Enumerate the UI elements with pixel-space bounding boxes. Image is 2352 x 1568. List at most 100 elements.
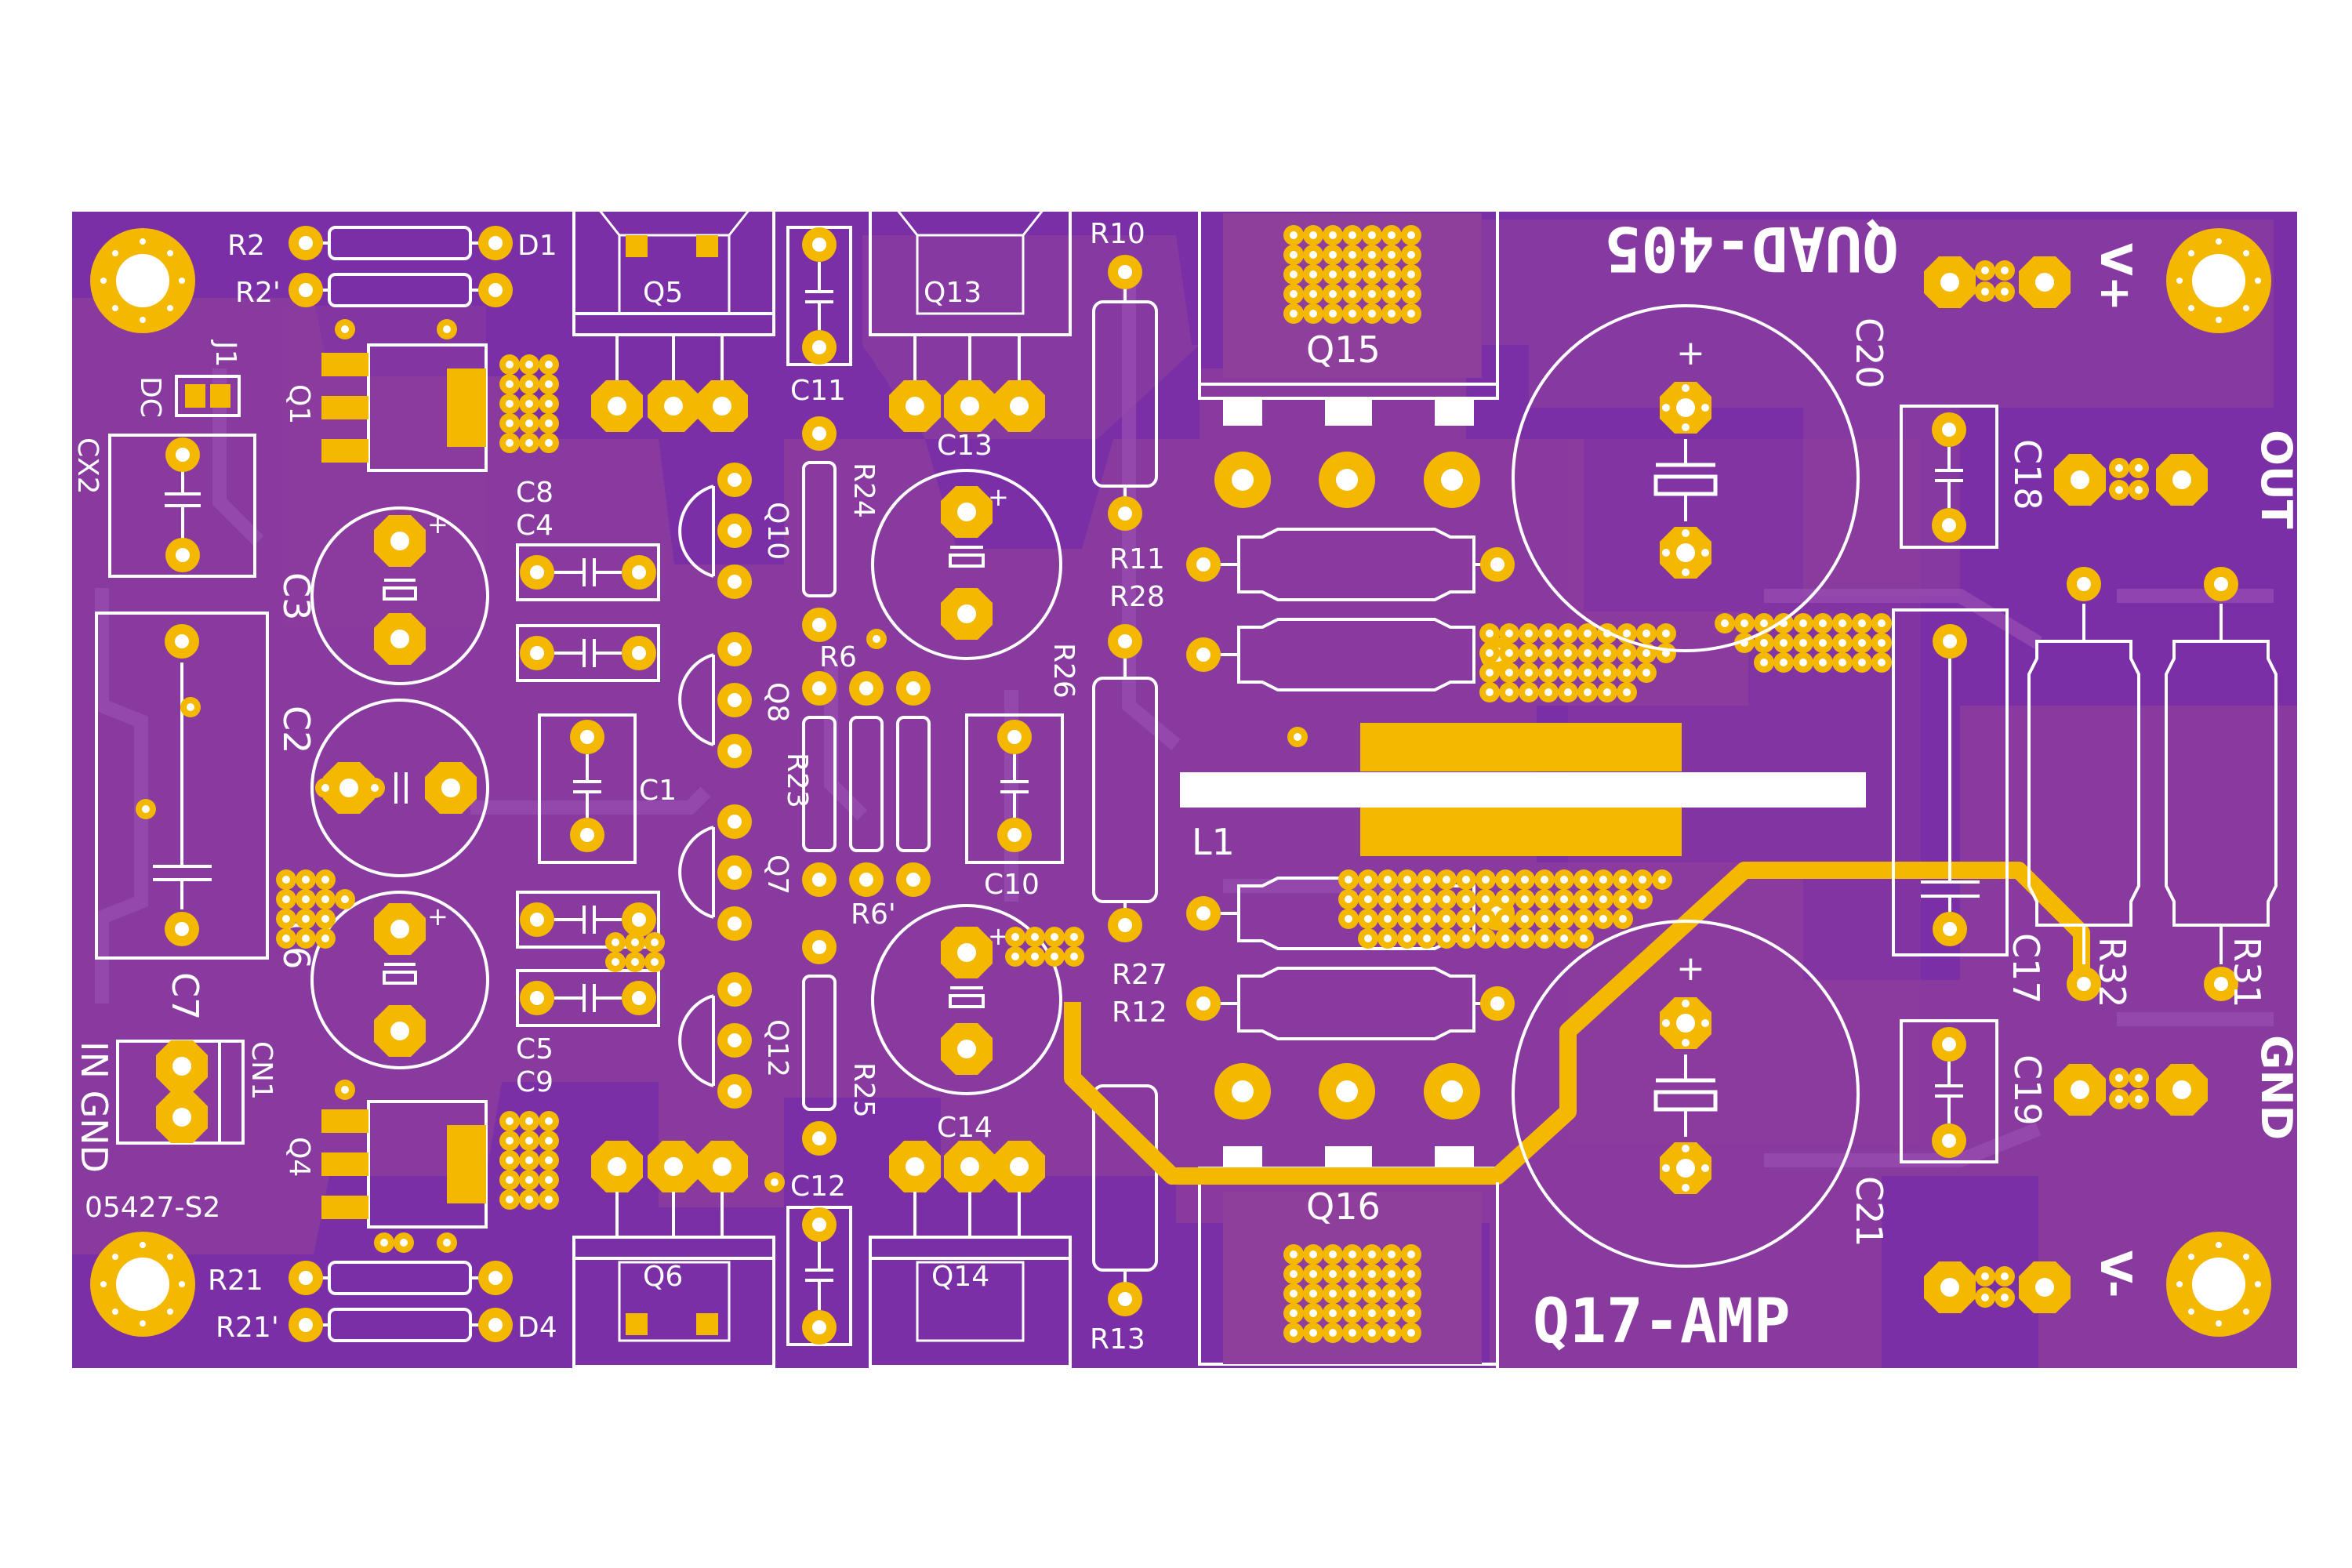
resistor-r25	[802, 930, 837, 1156]
resistor-r24	[802, 416, 837, 642]
capacitor-c6: +	[310, 891, 489, 1069]
label-r24: R24	[848, 463, 880, 518]
resistor-r2	[289, 226, 513, 260]
label-d1: D1	[517, 230, 557, 262]
label-q4: Q4	[283, 1137, 315, 1177]
label-r32: R32	[2091, 937, 2133, 1008]
transistor-q7	[678, 804, 752, 941]
label-c20: C20	[1848, 318, 1890, 389]
resistor-r28	[1186, 618, 1515, 691]
capacitor-c5	[516, 891, 660, 949]
mounting-hole-tl	[90, 228, 195, 333]
label-c7: C7	[164, 972, 206, 1020]
label-in-gnd: IN GND	[73, 1041, 115, 1173]
resistor-r6	[849, 671, 884, 897]
capacitor-c4	[516, 624, 660, 682]
regulator-q4	[321, 1080, 488, 1253]
label-q10: Q10	[761, 502, 793, 560]
label-c13: C13	[937, 430, 993, 462]
capacitor-c7	[95, 612, 269, 960]
resistor-r21p	[289, 1308, 513, 1342]
label-c18: C18	[2006, 439, 2049, 510]
resistor-r31	[2165, 567, 2278, 1001]
label-r27: R27	[1112, 959, 1167, 991]
label-q16: Q16	[1306, 1185, 1381, 1228]
capacitor-c2	[310, 699, 489, 877]
inductor-l1	[1180, 723, 1866, 856]
output-trace	[1064, 862, 2090, 1185]
label-r11: R11	[1109, 543, 1165, 575]
via-array-q4	[499, 1111, 559, 1210]
svg-text:+: +	[988, 482, 1009, 512]
label-c10: C10	[984, 869, 1040, 901]
connector-cn1	[116, 1040, 245, 1145]
label-r25: R25	[848, 1062, 880, 1118]
resistor-r21	[289, 1261, 513, 1295]
resistor-r26	[1092, 624, 1158, 942]
label-q13: Q13	[924, 277, 982, 309]
label-r26: R26	[1047, 643, 1080, 699]
label-r21: R21	[208, 1265, 263, 1297]
capacitor-c11	[786, 226, 852, 366]
capacitor-c13: +	[871, 469, 1062, 660]
label-c3: C3	[275, 572, 318, 620]
label-d4: D4	[517, 1312, 557, 1344]
label-q14: Q14	[931, 1261, 989, 1293]
transistor-q5	[572, 204, 775, 432]
label-c2: C2	[275, 706, 318, 753]
label-dc: DC	[134, 376, 166, 418]
capacitor-c21: +	[1512, 920, 1860, 1268]
label-r28: R28	[1109, 581, 1165, 613]
transistor-q14	[869, 1141, 1072, 1368]
label-c12: C12	[790, 1171, 846, 1203]
label-q12: Q12	[761, 1019, 793, 1077]
svg-text:+: +	[1676, 949, 1705, 989]
transistor-q6	[572, 1141, 775, 1368]
label-v-minus: V-	[2091, 1250, 2140, 1298]
label-r23: R23	[781, 753, 813, 808]
resistor-r32	[2027, 567, 2140, 1001]
svg-text:+: +	[427, 902, 448, 931]
via-array-c5	[605, 932, 665, 972]
capacitor-c18	[1900, 405, 1998, 549]
label-q8: Q8	[761, 682, 793, 722]
label-c14: C14	[937, 1112, 993, 1144]
label-r2p: R2'	[235, 277, 281, 309]
label-q6: Q6	[643, 1261, 683, 1293]
label-r10: R10	[1090, 218, 1145, 250]
label-c4: C4	[516, 510, 554, 542]
svg-text:+: +	[427, 510, 448, 539]
capacitor-cx2	[108, 434, 256, 578]
resistor-r2p	[289, 273, 513, 307]
resistor-r10	[1092, 255, 1158, 531]
capacitor-c3: +	[310, 506, 489, 685]
label-cx2: CX2	[71, 437, 103, 495]
transistor-q8	[678, 632, 752, 768]
label-r31: R31	[2226, 937, 2268, 1008]
resistor-r23	[802, 671, 837, 897]
label-c19: C19	[2006, 1054, 2049, 1126]
mounting-hole-tr	[2166, 228, 2271, 333]
regulator-q1	[321, 319, 488, 472]
capacitor-c17	[1892, 608, 2009, 956]
label-q15: Q15	[1306, 328, 1381, 371]
label-r21p: R21'	[216, 1312, 279, 1344]
resistor-r12	[1186, 967, 1515, 1040]
capacitor-c1	[538, 713, 637, 864]
resistor-r13	[1092, 1084, 1158, 1316]
mounting-hole-bl	[90, 1232, 195, 1337]
via-array-q1	[499, 354, 559, 453]
label-q7: Q7	[761, 855, 793, 895]
label-l1: L1	[1192, 821, 1235, 863]
label-r6p: R6'	[851, 898, 896, 931]
capacitor-c19	[1900, 1019, 1998, 1163]
label-c11: C11	[790, 375, 846, 407]
label-j1: J1	[209, 339, 241, 368]
transistor-q10	[678, 463, 752, 599]
label-r6: R6	[819, 641, 857, 673]
svg-text:+: +	[1676, 333, 1705, 373]
resistor-r11	[1186, 528, 1515, 601]
label-q1: Q1	[283, 384, 315, 424]
title-bottom: Q17-AMP	[1533, 1287, 1791, 1357]
